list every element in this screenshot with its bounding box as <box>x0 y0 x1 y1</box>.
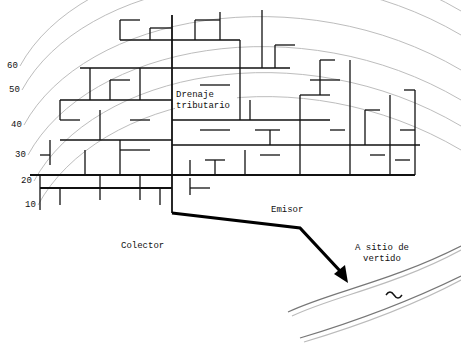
drain-pipe <box>200 84 230 85</box>
collector-label: Colector <box>120 241 165 252</box>
drain-pipe <box>261 10 262 68</box>
tributary-network <box>30 10 420 213</box>
drain-pipe <box>119 20 120 40</box>
drain-pipe <box>274 45 275 68</box>
discharge-label: A sitio de vertido <box>350 243 414 265</box>
emisor-pipe <box>172 213 348 283</box>
drain-pipe <box>150 27 172 28</box>
contour-number: 30 <box>14 150 27 161</box>
contour-number: 40 <box>10 120 23 131</box>
drain-pipe <box>195 19 220 20</box>
drain-pipe <box>400 129 415 130</box>
drain-pipe <box>60 139 172 140</box>
drain-pipe <box>109 80 110 100</box>
drain-pipe <box>200 129 230 130</box>
drain-pipe <box>99 175 100 200</box>
drain-pipe <box>59 100 60 120</box>
drain-pipe <box>172 144 420 145</box>
arrow-head <box>334 265 348 283</box>
drain-pipe <box>189 178 190 195</box>
contour-lines <box>20 0 461 205</box>
drain-pipe <box>320 59 335 60</box>
drain-pipe <box>395 159 410 160</box>
drain-pipe <box>172 119 330 120</box>
contour-number: 20 <box>20 176 33 187</box>
drain-pipe <box>244 150 245 175</box>
drain-pipe <box>370 154 385 155</box>
drain-pipe <box>120 39 240 40</box>
drain-pipe <box>30 174 415 176</box>
contour-number: 50 <box>8 85 21 96</box>
drain-pipe <box>120 19 140 20</box>
drain-pipe <box>275 44 295 45</box>
drain-pipe <box>255 129 280 130</box>
drain-pipe <box>300 94 330 95</box>
drain-pipe <box>319 60 320 95</box>
drain-pipe <box>189 160 190 175</box>
drain-pipe <box>149 28 150 40</box>
drain-pipe <box>99 110 100 140</box>
drain-pipe <box>260 154 280 155</box>
drain-pipe <box>269 130 270 145</box>
drain-pipe <box>139 175 140 200</box>
drain-pipe <box>119 140 120 175</box>
contour-line <box>22 0 461 90</box>
drain-pipe <box>59 188 60 205</box>
drain-pipe <box>414 90 415 175</box>
drain-pipe <box>120 149 150 150</box>
emisor-line <box>172 213 341 272</box>
drain-pipe <box>171 15 173 213</box>
drain-pipe <box>365 109 380 110</box>
drain-pipe <box>60 99 172 100</box>
drain-pipe <box>190 187 210 188</box>
contour-line <box>28 47 461 155</box>
drain-pipe <box>404 89 415 90</box>
drain-pipe <box>310 79 340 80</box>
drain-pipe <box>194 20 195 40</box>
drain-pipe <box>330 129 345 130</box>
river-bank <box>304 280 461 342</box>
drain-pipe <box>239 40 240 120</box>
river-bank <box>300 276 461 338</box>
tributary-label: Drenaje tributario <box>175 90 237 112</box>
drain-pipe <box>139 68 140 100</box>
drain-pipe <box>249 100 250 120</box>
drain-pipe <box>349 60 350 175</box>
contour-line <box>24 17 461 125</box>
water-symbol <box>386 292 402 298</box>
drain-pipe <box>159 188 160 205</box>
drain-pipe <box>130 119 150 120</box>
contour-line <box>34 73 461 181</box>
drain-pipe <box>80 67 290 68</box>
emisor-label: Emisor <box>270 205 304 216</box>
drain-pipe <box>49 140 50 165</box>
drain-pipe <box>40 154 50 155</box>
contour-number: 60 <box>6 61 19 72</box>
drain-pipe <box>219 12 220 40</box>
drain-pipe <box>214 160 215 175</box>
contour-number: 10 <box>24 200 37 211</box>
drain-pipe <box>110 79 130 80</box>
drain-pipe <box>60 119 80 120</box>
drain-pipe <box>299 95 300 175</box>
drain-pipe <box>364 110 365 145</box>
drain-pipe <box>84 150 85 175</box>
contour-line <box>38 97 461 205</box>
drain-pipe <box>389 95 390 175</box>
drain-pipe <box>39 175 40 210</box>
drain-pipe <box>89 68 90 100</box>
